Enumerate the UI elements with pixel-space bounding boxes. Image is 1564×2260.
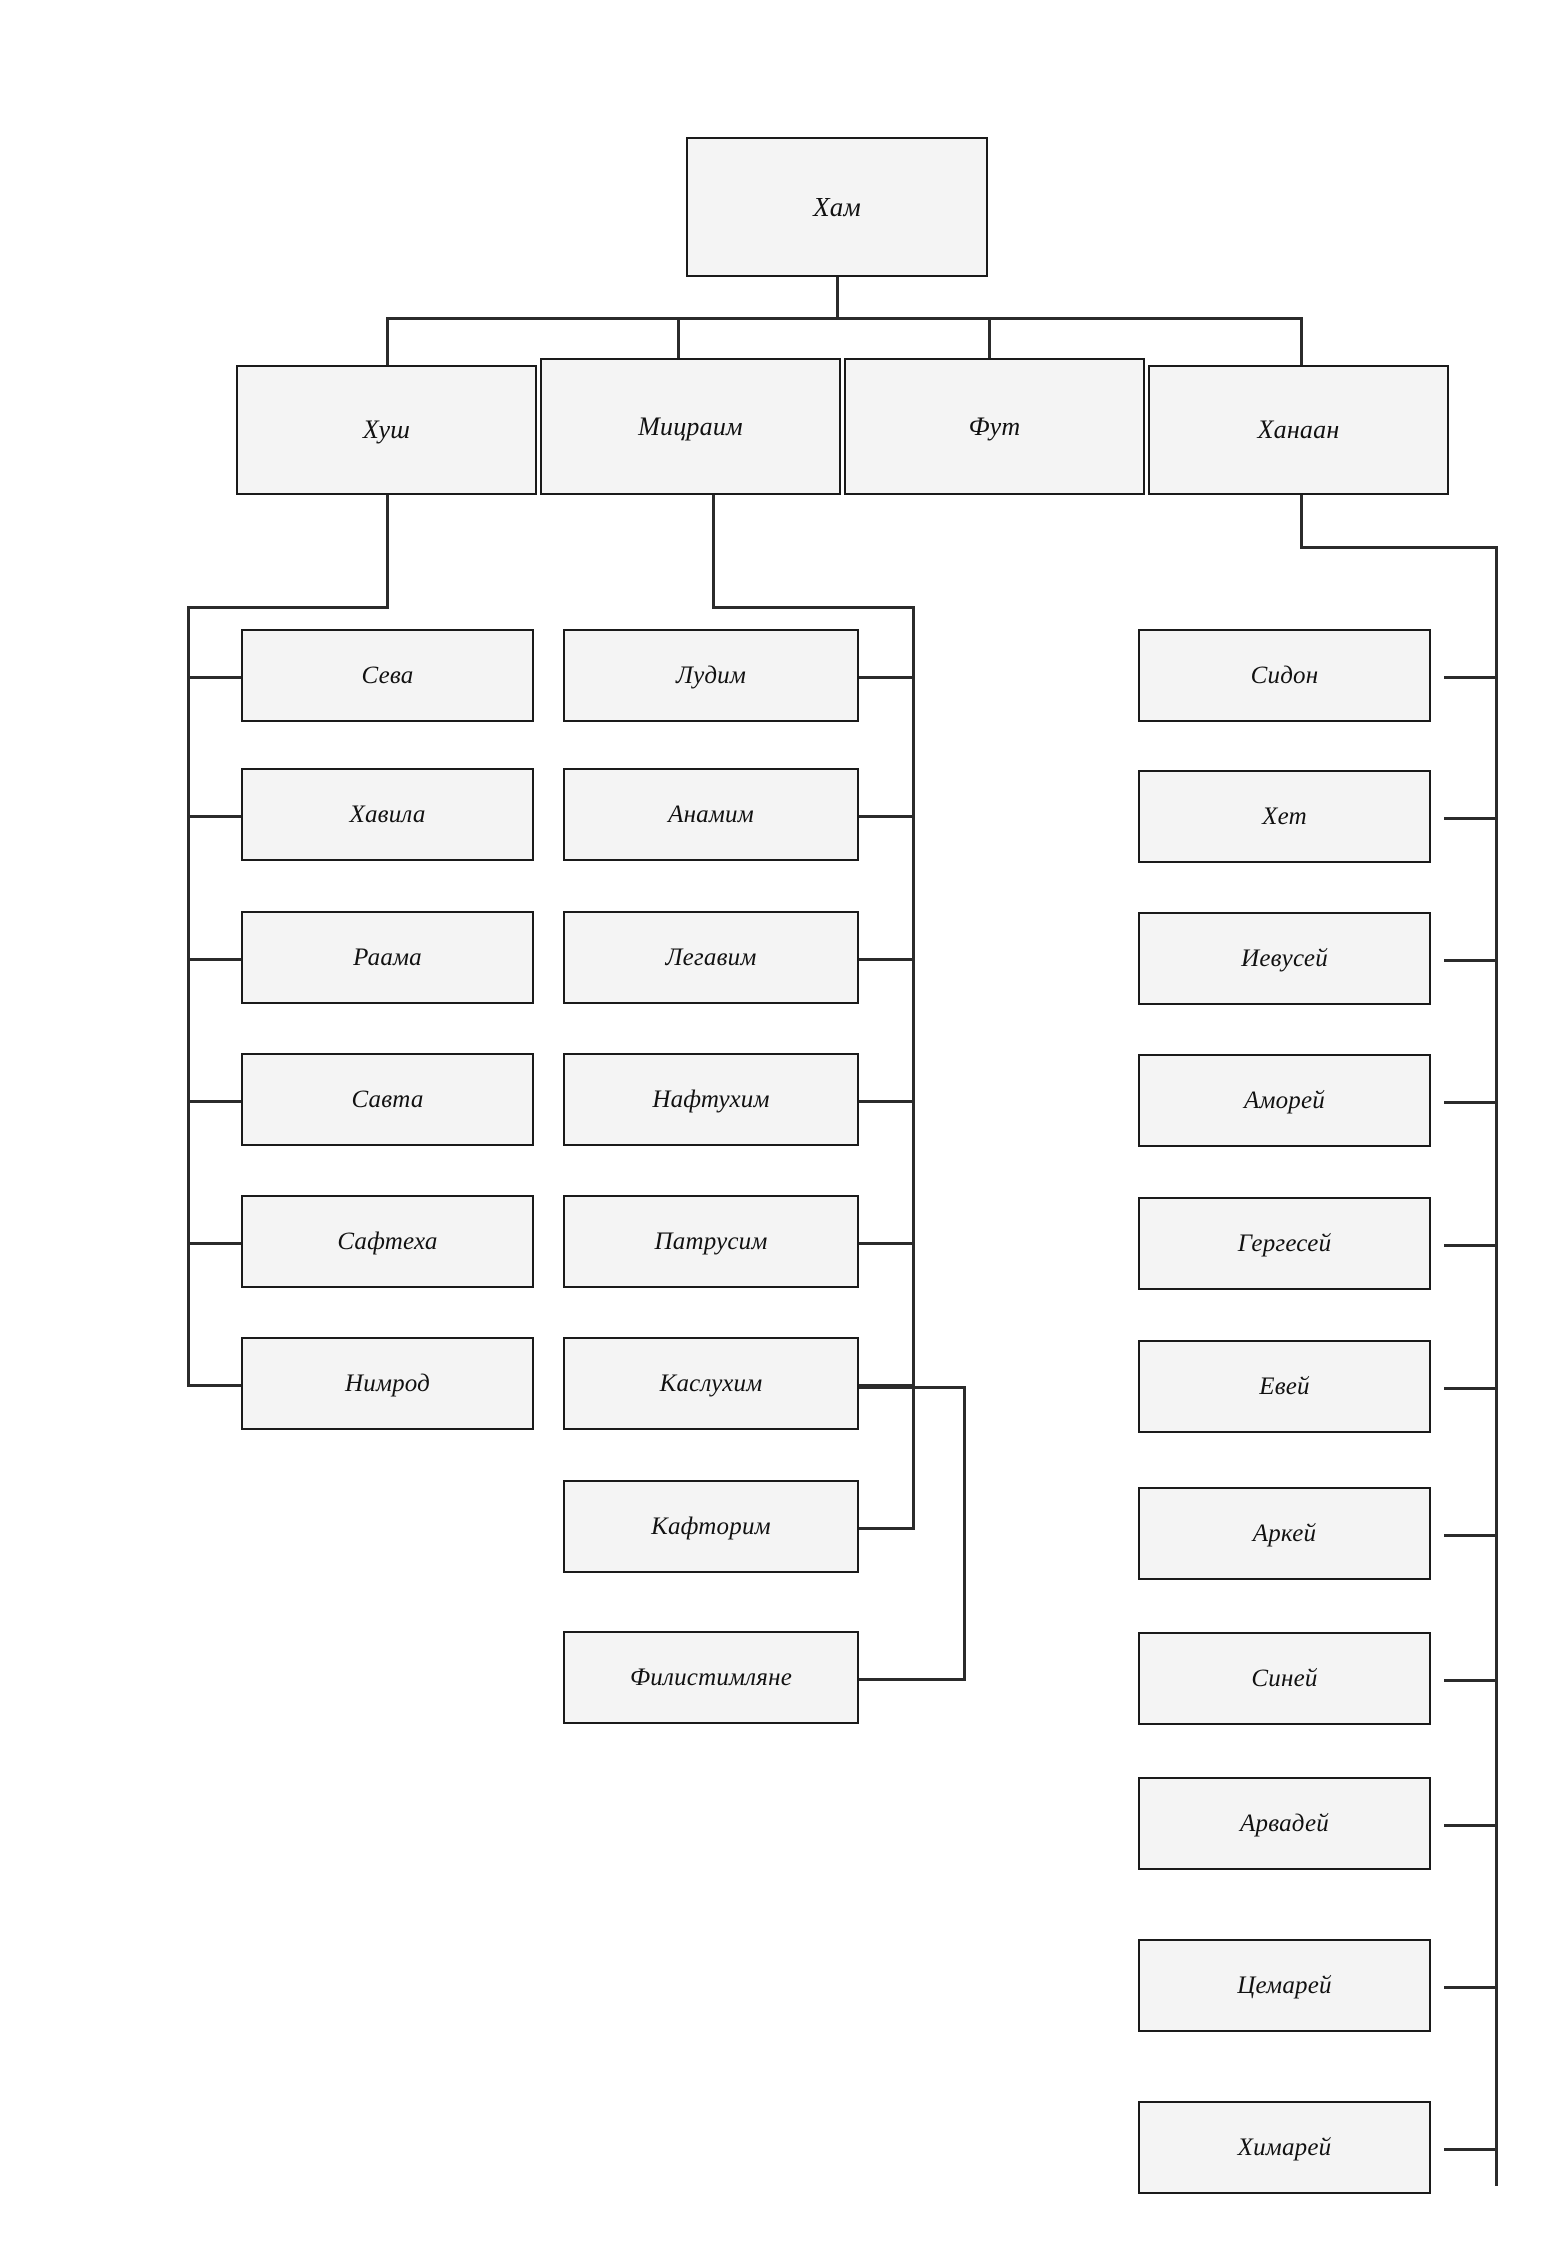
- node-gergesey: Гергесей: [1138, 1197, 1431, 1290]
- node-legavim: Легавим: [563, 911, 859, 1004]
- connector-root-stem: [836, 277, 839, 317]
- node-tsemarey: Цемарей: [1138, 1939, 1431, 2032]
- connector-mitsraim-elbow: [712, 606, 914, 609]
- connector-stub-tsemarey: [1444, 1986, 1498, 1989]
- node-anamim: Анамим: [563, 768, 859, 861]
- connector-stub-evey: [1444, 1387, 1498, 1390]
- node-ievusey: Иевусей: [1138, 912, 1431, 1005]
- connector-kanaan-stem: [1300, 495, 1303, 548]
- connector-stub-anamim: [858, 815, 915, 818]
- connector-kanaan-elbow: [1300, 546, 1497, 549]
- node-het: Хет: [1138, 770, 1431, 863]
- connector-kush-stem: [386, 495, 389, 608]
- node-kanaan: Ханаан: [1148, 365, 1449, 495]
- connector-stub-himarey: [1444, 2148, 1498, 2151]
- node-savta: Савта: [241, 1053, 534, 1146]
- connector-level2-bus: [386, 317, 1302, 320]
- connector-stub-arkey: [1444, 1534, 1498, 1537]
- connector-stub-legavim: [858, 958, 915, 961]
- node-sidon: Сидон: [1138, 629, 1431, 722]
- connector-stub-ievusey: [1444, 959, 1498, 962]
- connector-stub-safteha: [187, 1242, 241, 1245]
- connector-stub-siney: [1444, 1679, 1498, 1682]
- connector-stub-seva: [187, 676, 241, 679]
- connector-kush-elbow: [187, 606, 389, 609]
- node-kasluhim: Каслухим: [563, 1337, 859, 1430]
- node-arkey: Аркей: [1138, 1487, 1431, 1580]
- node-havila: Хавила: [241, 768, 534, 861]
- node-root-ham: Хам: [686, 137, 988, 277]
- node-seva: Сева: [241, 629, 534, 722]
- connector-stub-patrusim: [858, 1242, 915, 1245]
- connector-stub-amorey: [1444, 1101, 1498, 1104]
- node-raama: Раама: [241, 911, 534, 1004]
- connector-stub-sidon: [1444, 676, 1498, 679]
- node-nimrod: Нимрод: [241, 1337, 534, 1430]
- connector-stub-naftuhim: [858, 1100, 915, 1103]
- connector-drop-kanaan: [1300, 317, 1303, 365]
- node-put: Фут: [844, 358, 1145, 495]
- node-kaftorim: Кафторим: [563, 1480, 859, 1573]
- connector-stub-ludim: [858, 676, 915, 679]
- connector-stub-nimrod: [187, 1384, 241, 1387]
- connector-stub-arvadey: [1444, 1824, 1498, 1827]
- connector-mitsraim-spine: [912, 606, 915, 1530]
- connector-kush-spine: [187, 606, 190, 1386]
- connector-stub-filistimlyane: [858, 1678, 966, 1681]
- node-evey: Евей: [1138, 1340, 1431, 1433]
- connector-stub-gergesey: [1444, 1244, 1498, 1247]
- node-patrusim: Патрусим: [563, 1195, 859, 1288]
- connector-mitsraim-stem: [712, 495, 715, 608]
- node-arvadey: Арвадей: [1138, 1777, 1431, 1870]
- connector-stub-raama: [187, 958, 241, 961]
- connector-drop-put: [988, 317, 991, 365]
- connector-drop-kush: [386, 317, 389, 365]
- node-kush: Хуш: [236, 365, 537, 495]
- connector-stub-kaftorim: [858, 1527, 915, 1530]
- node-naftuhim: Нафтухим: [563, 1053, 859, 1146]
- connector-kanaan-spine: [1495, 546, 1498, 2186]
- node-siney: Синей: [1138, 1632, 1431, 1725]
- node-ludim: Лудим: [563, 629, 859, 722]
- node-himarey: Химарей: [1138, 2101, 1431, 2194]
- connector-kasluhim-branch-out: [858, 1386, 966, 1389]
- connector-stub-het: [1444, 817, 1498, 820]
- node-safteha: Сафтеха: [241, 1195, 534, 1288]
- node-mitsraim: Мицраим: [540, 358, 841, 495]
- connector-drop-mitsraim: [677, 317, 680, 365]
- connector-kasluhim-subspine: [963, 1386, 966, 1680]
- connector-stub-kasluhim: [858, 1384, 915, 1387]
- node-amorey: Аморей: [1138, 1054, 1431, 1147]
- connector-stub-havila: [187, 815, 241, 818]
- node-filistimlyane: Филистимляне: [563, 1631, 859, 1724]
- connector-stub-savta: [187, 1100, 241, 1103]
